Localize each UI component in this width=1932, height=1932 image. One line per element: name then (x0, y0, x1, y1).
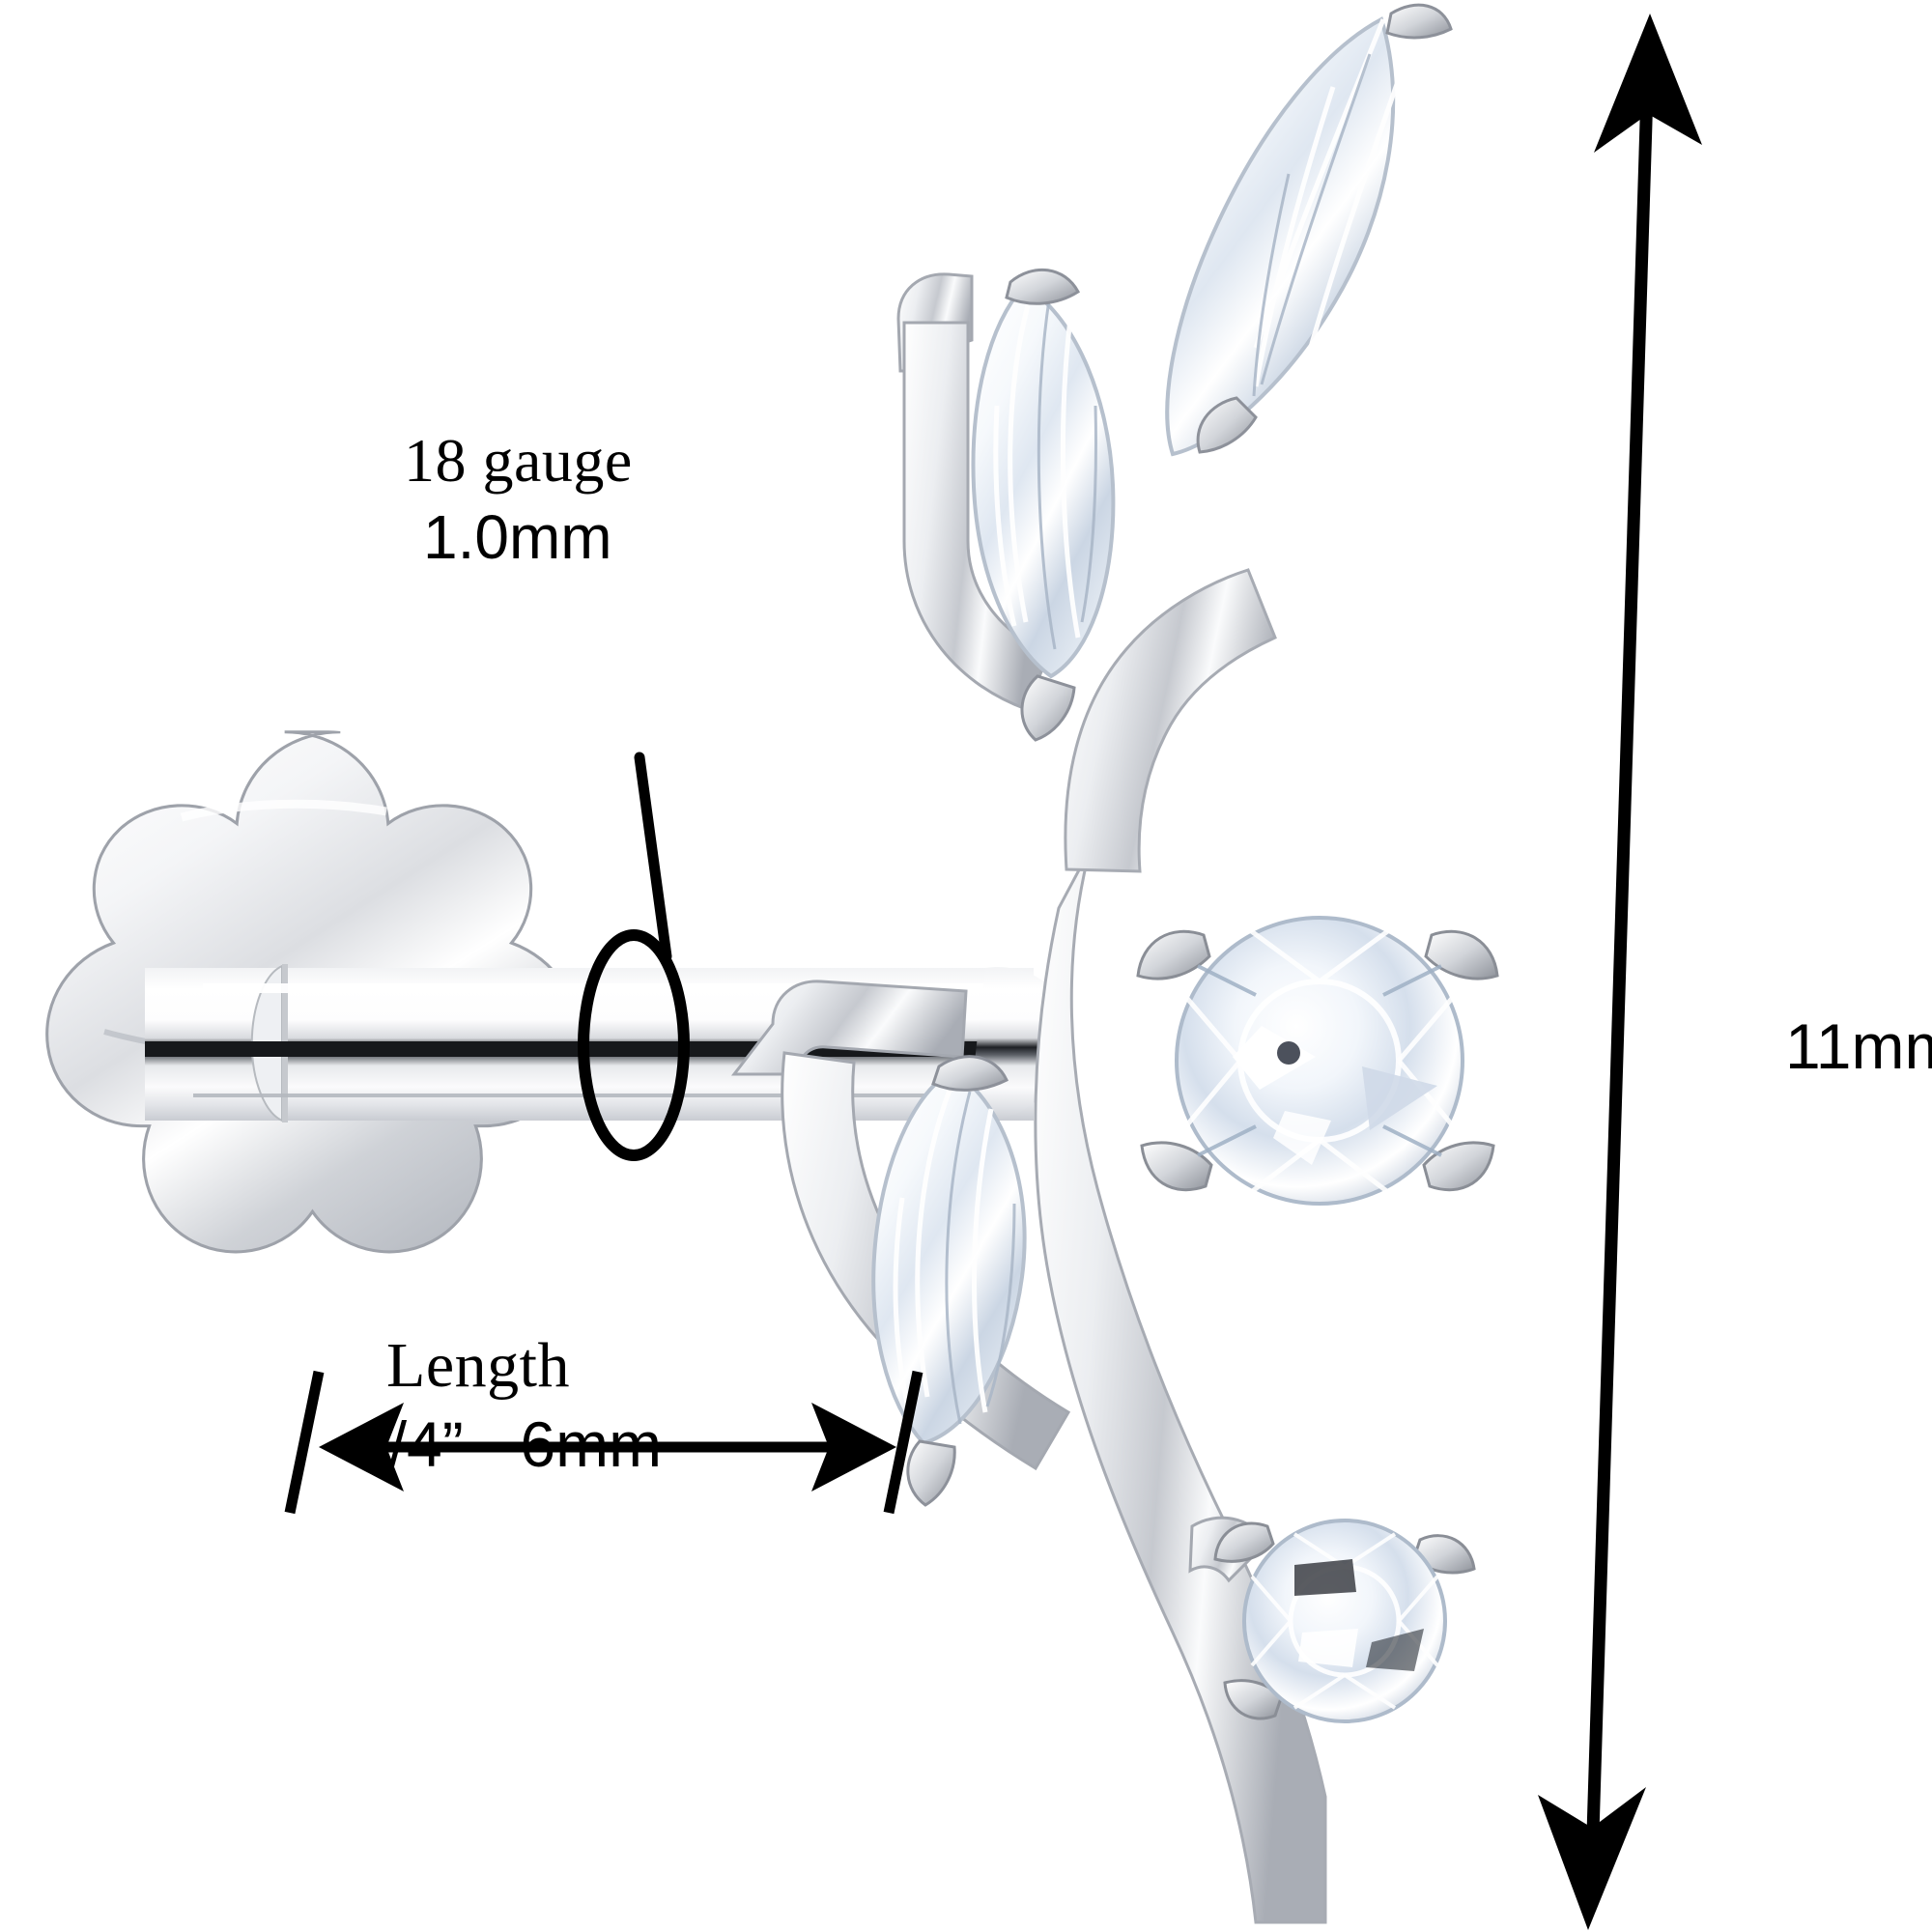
marquise-gem-top (1165, 3, 1453, 457)
gauge-label-line2: 1.0mm (423, 502, 612, 572)
dimension-tick-icon (284, 1370, 325, 1515)
marquise-gem-upper (971, 268, 1116, 742)
leader-line-icon (634, 752, 672, 962)
length-label: Length (386, 1330, 570, 1401)
gauge-label-line1: 18 gauge (404, 426, 633, 495)
round-gem-center (1136, 916, 1499, 1206)
ellipse-gauge-marker-icon (578, 929, 690, 1161)
height-value: 11mm (1785, 1010, 1932, 1082)
dimension-tick-icon (883, 1370, 923, 1515)
double-headed-horizontal-arrow-icon (319, 1403, 896, 1492)
double-headed-vertical-arrow-icon (1538, 14, 1702, 1930)
length-value: 1/4” - 6mm (354, 1408, 663, 1480)
marquise-gem-lower (871, 1055, 1027, 1507)
round-gem-bottom (1213, 1519, 1476, 1723)
